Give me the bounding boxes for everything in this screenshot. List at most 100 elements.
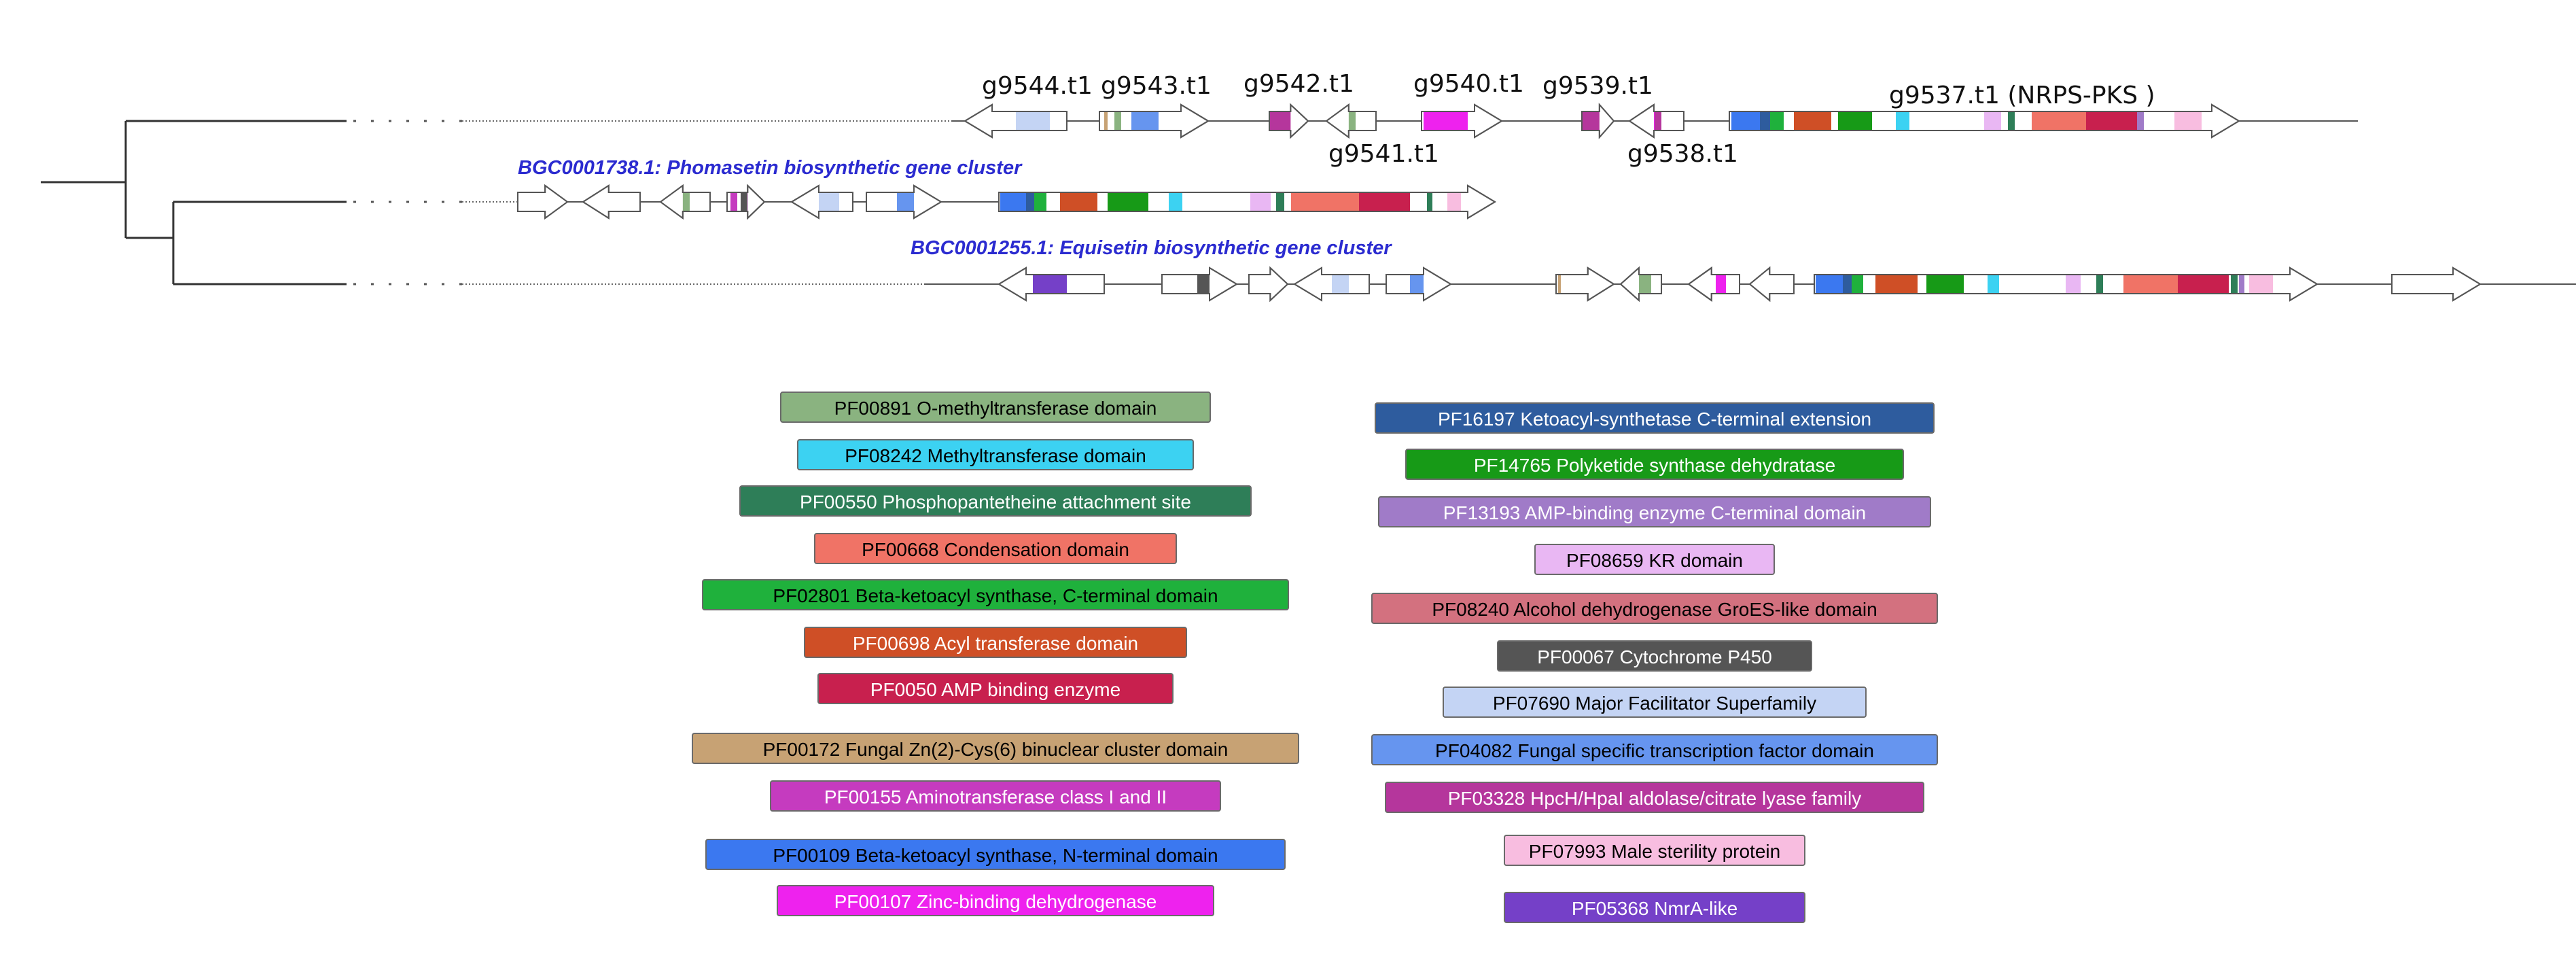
domain-pf08659 [1984,111,2001,131]
domain-pf00698 [1875,275,1918,294]
domain-pf04082 [1410,275,1424,294]
domain-pf00109 [1000,192,1026,211]
domain-pf03328 [1655,111,1661,131]
domain-pf02801 [1770,111,1784,131]
domain-pf00155 [730,192,737,211]
gene-arrow-outline [1325,103,1377,139]
gene-arrow-outline [1555,266,1615,302]
domain-pf00698 [1060,192,1097,211]
gene-label-g9544: g9544.t1 [982,72,1093,100]
gene-equ-9 [1748,266,1795,302]
domain-pf03328 [1582,111,1600,131]
phylogenetic-tree [41,120,347,285]
gene-arrow-body [1555,266,1615,302]
legend-item-pf00698: PF00698 Acyl transferase domain [804,627,1187,658]
legend-item-pf00891: PF00891 O-methyltransferase domain [780,392,1211,423]
gene-equ-11 [2391,266,2482,302]
legend-item-pf14765: PF14765 Polyketide synthase dehydratase [1405,449,1904,480]
domain-pf00067 [1197,275,1210,294]
gene-equ-3 [1248,266,1289,302]
gene-pho-4 [726,184,766,220]
domain-pf00107 [1424,111,1468,131]
gene-equ-5 [1386,266,1452,302]
domain-pf08242 [1896,111,1909,131]
gene-arrow-outline [790,184,853,220]
gene-pho-2 [582,184,641,220]
gene-equ-6 [1555,266,1615,302]
domain-pf00550 [2231,275,2238,294]
gene-pho-7 [998,184,1496,220]
legend-item-pf13193: PF13193 AMP-binding enzyme C-terminal do… [1378,496,1931,527]
query-gene-labels: g9544.t1 g9543.t1 g9542.t1 g9541.t1 g954… [982,70,2155,168]
legend-item-pf00172: PF00172 Fungal Zn(2)-Cys(6) binuclear cl… [692,733,1299,764]
gene-label-g9541: g9541.t1 [1328,140,1439,168]
domain-pf07993 [2249,275,2273,294]
gene-g9544 [964,103,1068,139]
gene-arrow-outline [1814,266,2318,302]
gene-arrow-outline [1269,103,1309,139]
gene-arrow-body [1748,266,1795,302]
legend-item-pf05368: PF05368 NmrA-like [1504,892,1805,923]
domain-pf0050 [1359,192,1410,211]
gene-arrow-outline [582,184,641,220]
domain-pf00107 [1716,275,1726,294]
domain-pf02801 [1852,275,1863,294]
gene-arrow-outline [1293,266,1370,302]
domain-pf0050 [2086,111,2137,131]
gene-g9542 [1269,103,1309,139]
domain-pf00550 [2008,111,2015,131]
domain-pf08242 [1169,192,1182,211]
gene-arrow-outline [1619,266,1662,302]
domain-pf00550 [1276,192,1284,211]
domain-pf07690 [819,192,839,211]
gene-label-g9538: g9538.t1 [1627,140,1738,168]
legend-item-pf02801: PF02801 Beta-ketoacyl synthase, C-termin… [702,579,1289,610]
gene-arrow-outline [1161,266,1238,302]
domain-pf00109 [1816,275,1843,294]
tree-fine-dotted-connectors [462,120,951,285]
domain-pf00109 [1731,111,1760,131]
domain-pf07690 [1016,111,1050,131]
legend-item-pf00067: PF00067 Cytochrome P450 [1497,640,1812,672]
gene-arrow-outline [1581,103,1615,139]
legend-item-pf00109: PF00109 Beta-ketoacyl synthase, N-termin… [705,839,1286,870]
domain-pf13193 [2239,275,2244,294]
gene-arrow-body [2391,266,2482,302]
domain-pf00550 [1427,192,1432,211]
gene-equ-4 [1293,266,1370,302]
domain-pf00172 [1558,275,1561,294]
domain-pf08659 [1250,192,1271,211]
gene-arrow-outline [2391,266,2482,302]
gene-arrow-body [1248,266,1289,302]
domain-pf07690 [1332,275,1349,294]
gene-arrow-body [517,184,569,220]
gene-arrow-outline [1421,103,1503,139]
gene-g9538 [1628,103,1684,139]
gene-arrow-outline [726,184,766,220]
cluster-label-equisetin: BGC0001255.1: Equisetin biosynthetic gen… [911,237,1392,259]
gene-arrow-outline [1748,266,1795,302]
legend-item-pf00107: PF00107 Zinc-binding dehydrogenase [777,885,1214,916]
gene-g9541 [1325,103,1377,139]
gene-label-g9543: g9543.t1 [1101,72,1212,100]
domain-pf02801 [1034,192,1046,211]
gene-arrow-outline [1248,266,1289,302]
gene-arrow-outline [1099,103,1210,139]
gene-label-g9539: g9539.t1 [1542,72,1653,100]
domain-pf00891 [1348,111,1356,131]
legend-item-pf00668: PF00668 Condensation domain [814,533,1177,564]
gene-equ-2 [1161,266,1238,302]
domain-pf00668 [2123,275,2178,294]
gene-equ-10 [1814,266,2318,302]
legend-item-pf04082: PF04082 Fungal specific transcription fa… [1371,734,1938,765]
gene-arrow-outline [998,266,1105,302]
domain-pf14765 [1926,275,1964,294]
domain-pf07993 [2174,111,2202,131]
domain-pf00107 [1654,111,1655,131]
gene-arrow-outline [659,184,711,220]
gene-equ-7 [1619,266,1662,302]
legend-item-pf00550: PF00550 Phosphopantetheine attachment si… [739,485,1252,517]
tree-dotted-connectors [353,120,462,285]
domain-pf05368 [1033,275,1067,294]
domain-pf04082 [897,192,914,211]
